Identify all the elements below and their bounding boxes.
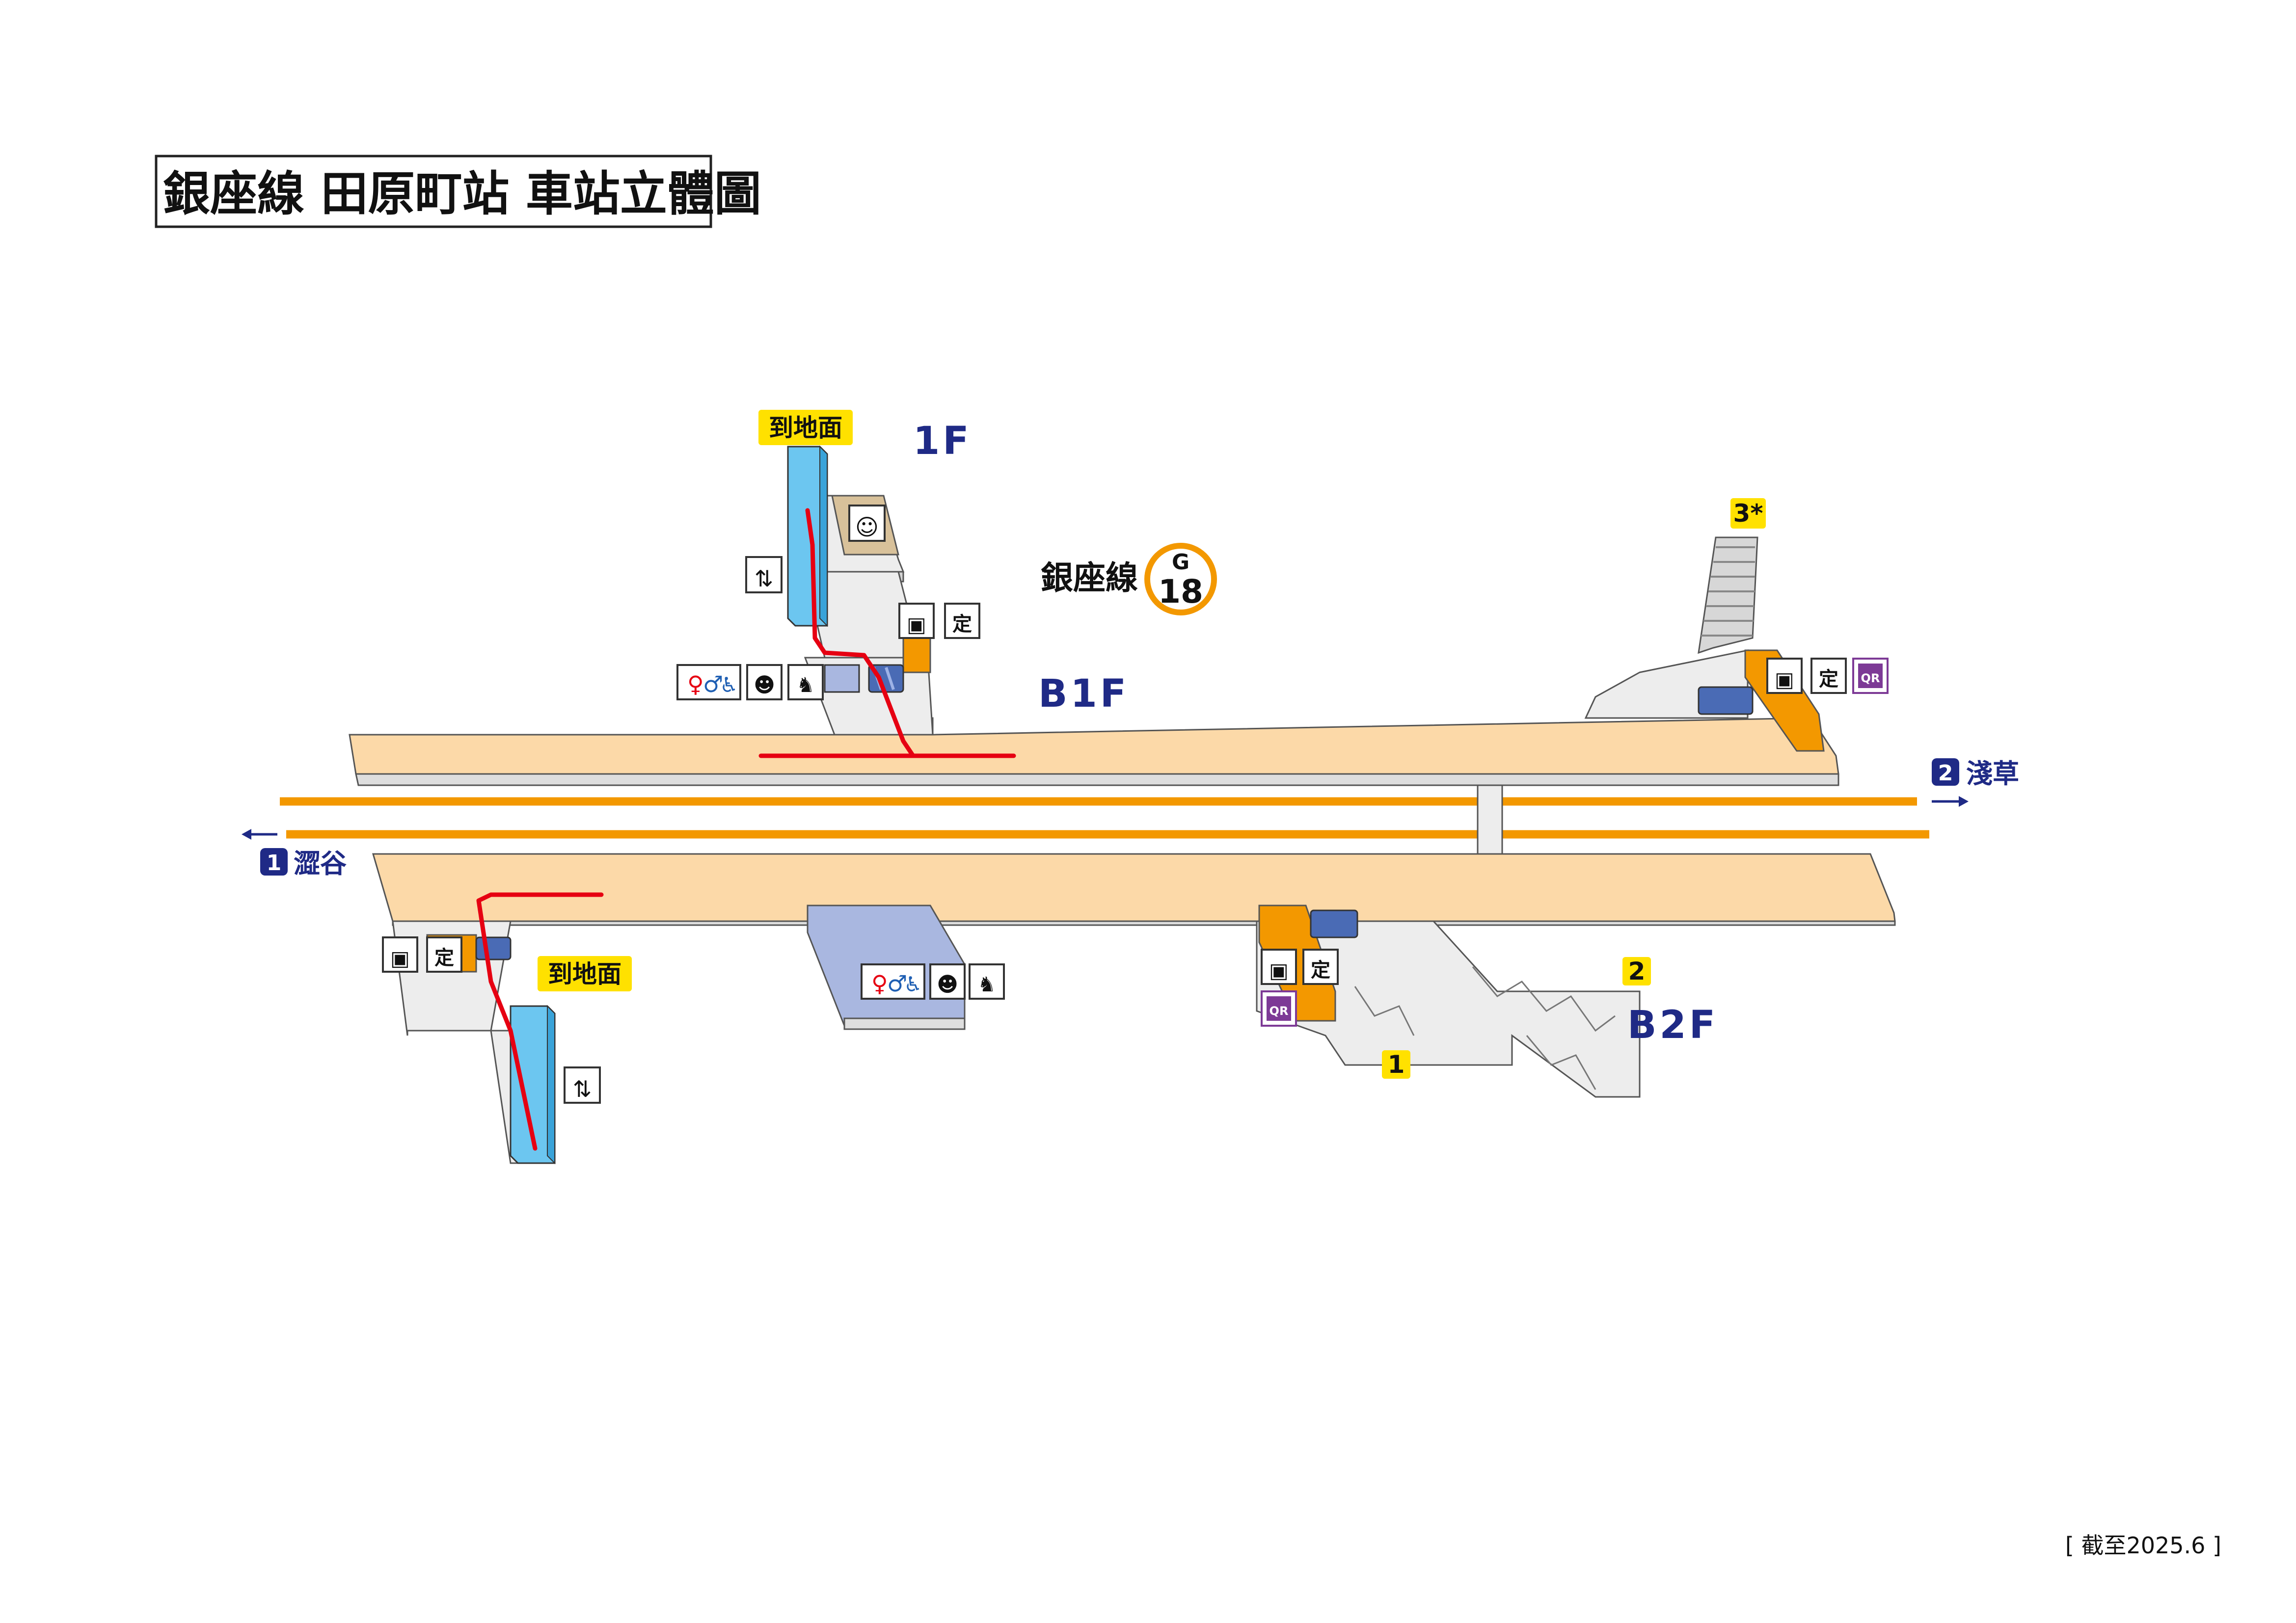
escalator-b1f-east	[1698, 686, 1754, 715]
svg-text:▣: ▣	[907, 612, 926, 637]
elevator-south	[510, 1005, 556, 1165]
title-box: 銀座線 田原町站 車站立體圖	[155, 155, 761, 228]
svg-text:♂: ♂	[703, 671, 723, 697]
exit-2-badge: 2	[1622, 957, 1651, 985]
to-ground-text-south: 到地面	[548, 960, 621, 988]
direction-asakusa-name: 淺草	[1966, 758, 2019, 789]
svg-text:☺: ☺	[855, 514, 879, 540]
exit-1-badge: 1	[1382, 1050, 1410, 1079]
exit-2-label: 2	[1628, 957, 1646, 985]
floor-label-b2f: B2F	[1627, 1003, 1718, 1047]
to-ground-label-north: 到地面	[758, 410, 853, 445]
commuter-pass-text-east: 定	[1819, 668, 1838, 691]
line-code-number: 18	[1158, 573, 1203, 611]
ginza-line-tracks	[280, 797, 1929, 839]
floor-label-b1f: B1F	[1038, 672, 1129, 716]
commuter-pass-text-west: 定	[434, 947, 454, 969]
svg-text:♂: ♂	[887, 970, 907, 997]
floor-label-1f: 1F	[913, 419, 972, 463]
gate-b1f-east	[1744, 649, 1825, 752]
ticket-machine-icon-b2f-east: ▣	[1261, 949, 1297, 985]
escalator-b2f-west	[475, 936, 512, 960]
toilet-icon: ♀ ♂ ♿	[676, 664, 741, 700]
direction-asakusa: 2 淺草	[1932, 758, 2019, 807]
line-badge: 銀座線 G 18	[1041, 543, 1217, 615]
line-code-letter: G	[1172, 550, 1189, 575]
ticket-machine-icon-west: ▣	[382, 936, 418, 973]
svg-text:♀: ♀	[871, 970, 888, 997]
commuter-pass-icon-b2f-east: 定	[1302, 949, 1339, 985]
qr-text-east: QR	[1861, 671, 1880, 685]
svg-text:▣: ▣	[1775, 667, 1794, 692]
commuter-pass-icon-west: 定	[426, 936, 462, 973]
commuter-pass-icon: 定	[944, 603, 980, 639]
svg-text:♿: ♿	[720, 673, 738, 697]
baby-room-icon-b2f: ☻	[929, 963, 966, 1000]
svg-text:▣: ▣	[390, 946, 410, 970]
ticket-machine-icon: ▣	[898, 603, 935, 639]
gate-b2f-east	[1258, 905, 1336, 1022]
exit-1-label: 1	[1388, 1050, 1405, 1079]
baby-room-icon: ☻	[746, 664, 783, 700]
commuter-pass-icon-east: 定	[1810, 658, 1847, 694]
elevator-icon-south: ⇅	[564, 1066, 601, 1104]
elevator-north	[787, 445, 828, 627]
escalator-b2f-east	[1310, 909, 1358, 938]
svg-text:▣: ▣	[1269, 958, 1289, 983]
toilet-icon-b2f: ♀ ♂ ♿	[861, 963, 925, 1000]
svg-text:♞: ♞	[977, 972, 996, 996]
station-office-icon: ☺	[848, 505, 886, 542]
barrier-free-route	[476, 508, 1016, 1151]
page-title: 銀座線 田原町站 車站立體圖	[163, 166, 761, 221]
multipurpose-room-icon-b2f: ♞	[969, 963, 1005, 1000]
qr-text-b2f-east: QR	[1270, 1004, 1289, 1018]
svg-text:♞: ♞	[796, 673, 815, 697]
to-ground-label-south: 到地面	[538, 956, 632, 991]
as-of-note: [ 截至2025.6 ]	[2065, 1532, 2221, 1559]
direction-shibuya-number: 1	[267, 851, 282, 876]
svg-text:☻: ☻	[754, 673, 775, 697]
svg-text:⇅: ⇅	[755, 565, 774, 592]
exit-3-label: 3*	[1733, 499, 1763, 528]
commuter-pass-text: 定	[952, 613, 972, 636]
stairs-b2f-east	[1354, 966, 1616, 1090]
elevator-icon: ⇅	[745, 556, 783, 593]
svg-text:☻: ☻	[937, 972, 958, 996]
svg-text:♀: ♀	[687, 671, 704, 697]
qr-ticket-icon-b2f-east: QR	[1261, 990, 1297, 1027]
qr-ticket-icon-east: QR	[1852, 658, 1889, 694]
svg-text:⇅: ⇅	[573, 1076, 592, 1102]
to-ground-text-north: 到地面	[769, 414, 842, 442]
ticket-machine-icon-east: ▣	[1766, 658, 1803, 694]
line-name: 銀座線	[1041, 559, 1138, 597]
direction-asakusa-number: 2	[1938, 761, 1953, 786]
commuter-pass-text-b2f-east: 定	[1311, 959, 1330, 982]
svg-text:♿: ♿	[904, 972, 922, 996]
multipurpose-room-icon: ♞	[787, 664, 824, 700]
direction-shibuya: 1 澀谷	[242, 829, 347, 879]
direction-shibuya-name: 澀谷	[294, 848, 347, 879]
exit-3-badge: 3*	[1730, 498, 1766, 529]
